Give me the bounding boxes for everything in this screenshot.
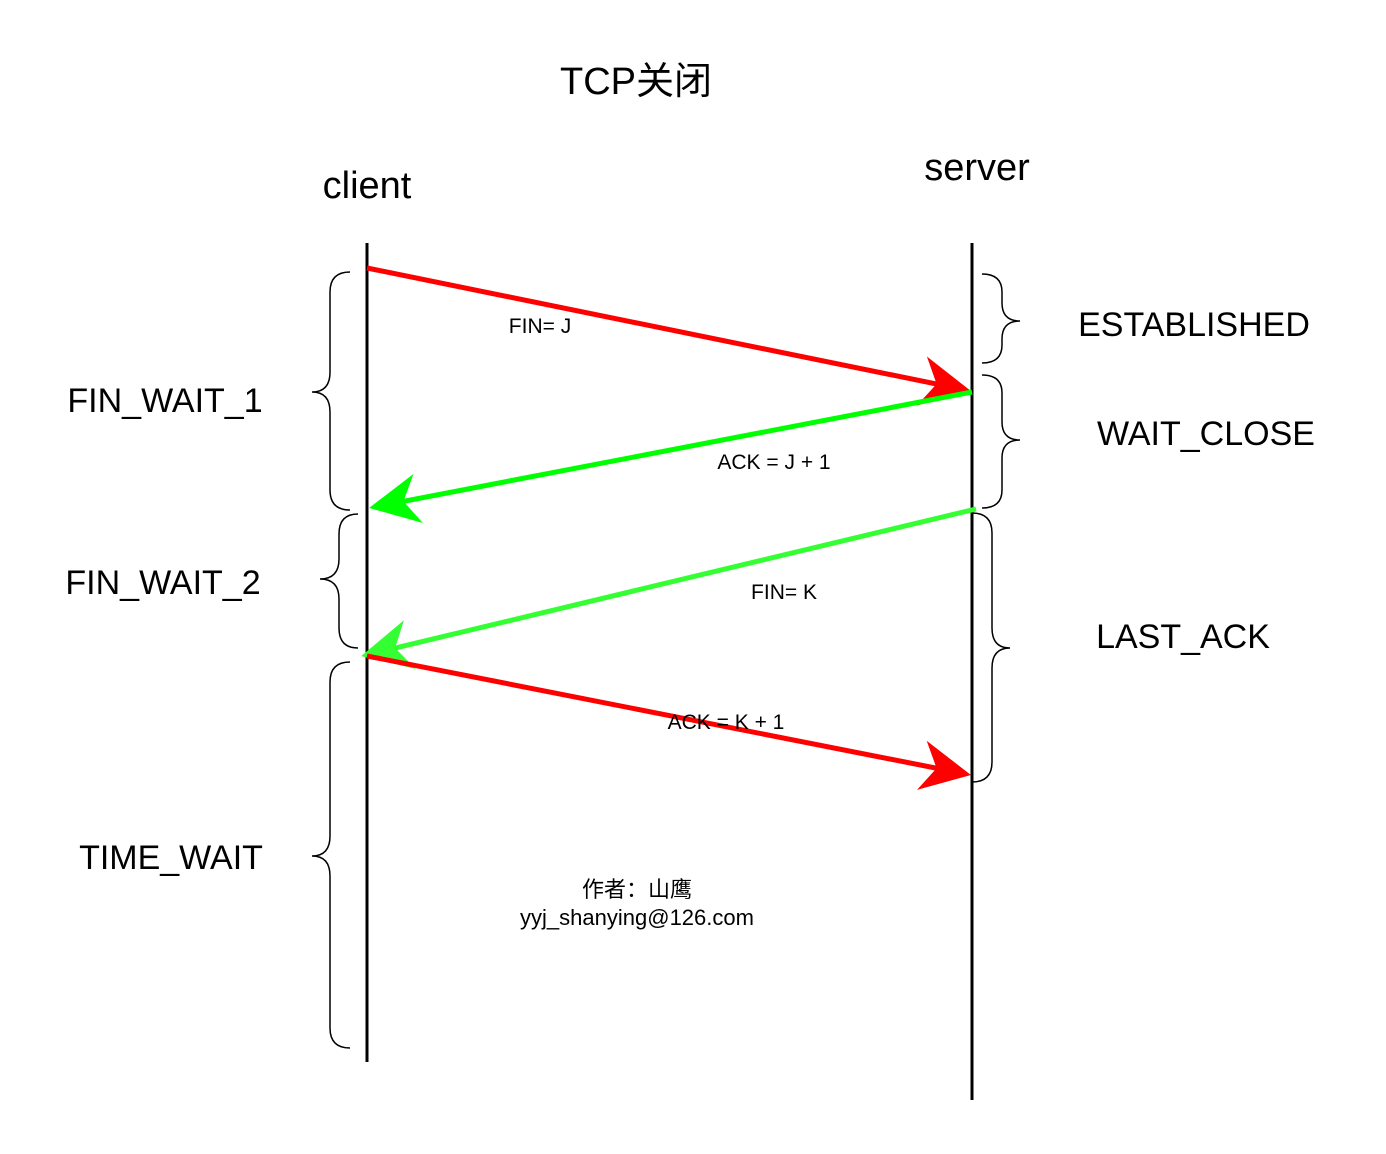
arrow-ack-k1	[366, 653, 971, 790]
state-wait-close: WAIT_CLOSE	[1097, 415, 1315, 453]
diagram-title: TCP关闭	[560, 61, 712, 103]
state-last-ack: LAST_ACK	[1096, 618, 1270, 656]
fin-wait-1-brace	[311, 271, 351, 511]
state-established: ESTABLISHED	[1078, 306, 1310, 344]
wait-close-brace	[981, 374, 1021, 509]
last-ack-brace	[971, 512, 1011, 783]
arrow-fin-k	[361, 506, 977, 669]
established-brace	[981, 273, 1021, 364]
message-ack-k1: ACK = K + 1	[668, 711, 785, 734]
client-label: client	[323, 165, 412, 207]
message-fin-k: FIN= K	[751, 581, 817, 604]
message-fin-j: FIN= J	[509, 315, 571, 338]
arrow-ack-j1	[369, 389, 973, 524]
state-fin-wait-1: FIN_WAIT_1	[67, 382, 262, 420]
time-wait-brace	[311, 661, 351, 1049]
author-name: 作者：山鹰	[582, 877, 692, 902]
state-fin-wait-2: FIN_WAIT_2	[65, 564, 260, 602]
message-ack-j1: ACK = J + 1	[717, 451, 830, 474]
fin-wait-2-brace	[319, 513, 359, 649]
server-label: server	[924, 147, 1030, 189]
state-time-wait: TIME_WAIT	[79, 839, 263, 877]
author-email: yyj_shanying@126.com	[520, 905, 754, 930]
arrow-fin-j	[366, 265, 971, 406]
